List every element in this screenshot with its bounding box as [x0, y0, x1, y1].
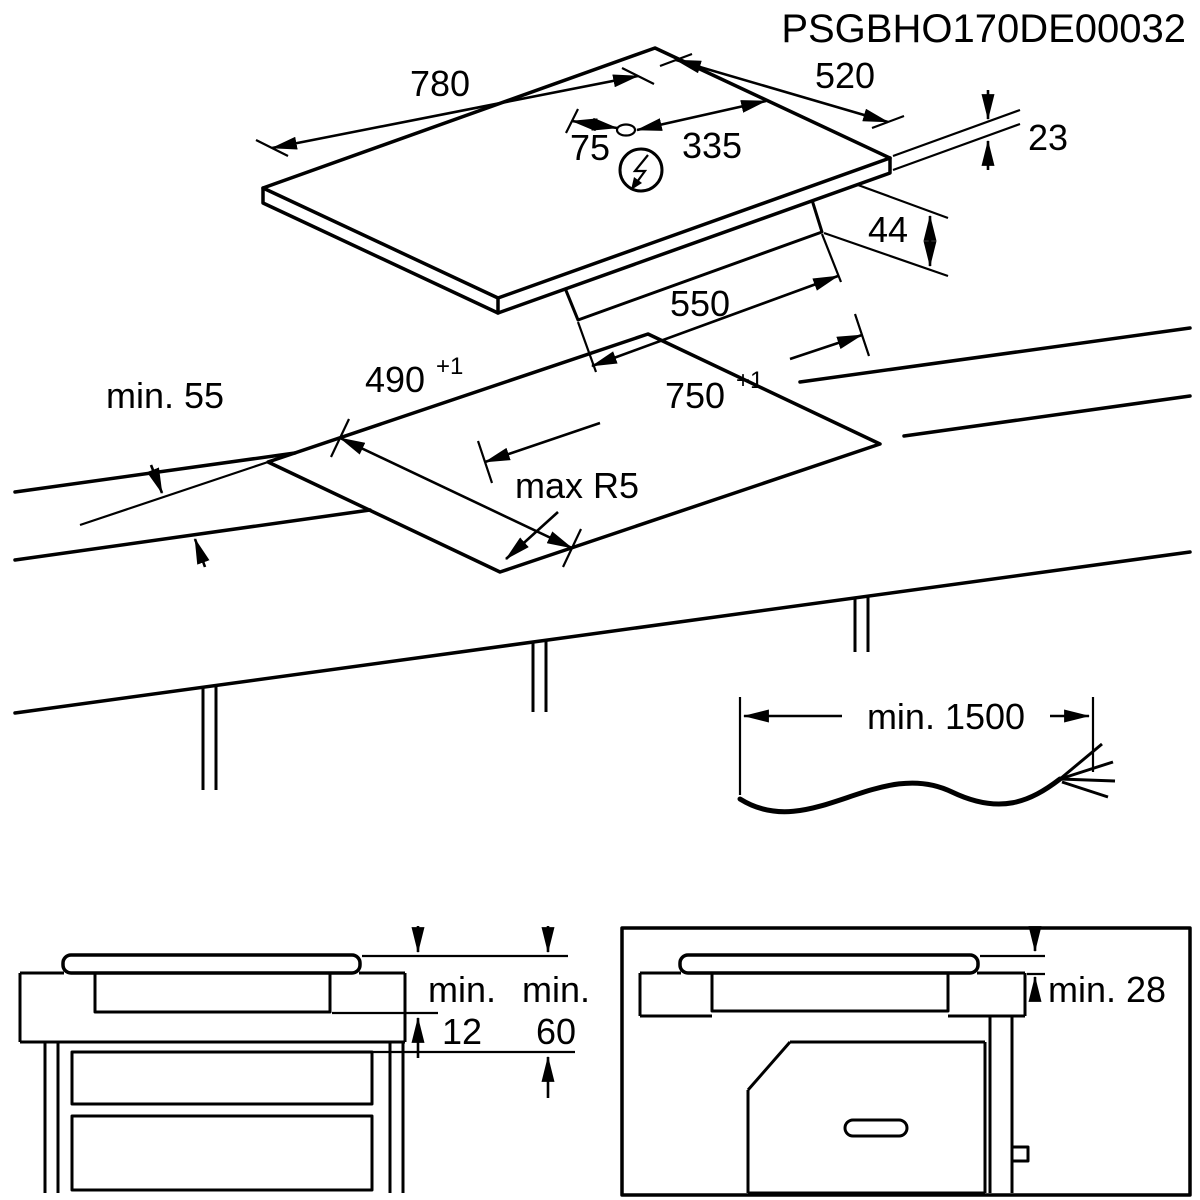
dimension-520-line	[674, 58, 890, 124]
dimension-780-label: 780	[410, 63, 470, 104]
power-cable	[737, 776, 1063, 815]
dimension-335-label: 335	[682, 125, 742, 166]
hob-body-profile-2	[710, 971, 950, 1013]
worktop-front-edge-right	[902, 394, 1192, 438]
dimension-490: 490 +1	[330, 353, 582, 568]
hob-glass-thickness	[261, 156, 892, 315]
drawer-upper	[70, 1050, 374, 1106]
oven-outline	[746, 1040, 987, 1195]
dimension-490-tolerance: +1	[436, 353, 463, 380]
dimension-550-label: 550	[670, 283, 730, 324]
worktop-face-bottom-edge	[13, 550, 1192, 715]
dimension-750-tick-left	[476, 440, 494, 484]
cutout-outline	[266, 332, 882, 574]
dimension-min28: min. 28	[980, 926, 1166, 1010]
dimension-23-extension-top	[892, 108, 1021, 158]
drawer-lower	[70, 1114, 374, 1192]
hob-glass-profile	[61, 953, 362, 975]
hob-glass-profile-2	[678, 953, 980, 975]
electrical-connection-circle	[618, 147, 664, 193]
dimension-75-label: 75	[570, 127, 610, 168]
cable-hole	[615, 123, 637, 137]
dimension-780-tick-right	[621, 67, 655, 85]
dimension-520-tick-right	[871, 114, 905, 130]
dimension-780: 780	[255, 63, 655, 157]
cabinet-legs	[43, 1042, 405, 1193]
hob-glass-outline	[261, 46, 892, 300]
dimension-hole-position: 75 335	[565, 99, 768, 168]
dimension-44-label: 44	[868, 209, 908, 250]
worktop-legs	[201, 596, 870, 790]
dimension-490-tick-top	[330, 418, 350, 458]
min28-label: min. 28	[1048, 969, 1166, 1010]
dimension-min55-arrow-up	[193, 537, 210, 568]
hob-body-profile	[93, 971, 332, 1014]
wire-end-4	[1061, 780, 1109, 799]
hob-isometric-view: 780 520 75 335 23	[255, 46, 1068, 373]
dimension-maxR5-arrow	[505, 511, 559, 560]
drawer-installation-section: min. 12 min. 60	[18, 926, 590, 1193]
dimension-23-extension-bottom	[892, 122, 1021, 172]
dimension-750-label: 750	[665, 375, 725, 416]
dimension-min55-extension	[79, 460, 269, 527]
dimension-550-extension-right	[820, 233, 843, 283]
oven-section-border	[620, 926, 1192, 1197]
electrical-connection-icon	[618, 147, 664, 193]
dimension-520-tick-left	[659, 52, 693, 68]
dimension-750: 750 +1	[476, 313, 871, 484]
dimension-min55-label: min. 55	[106, 375, 224, 416]
dimension-min12-min60: min. 12 min. 60	[332, 926, 590, 1098]
dimension-780-line	[270, 74, 640, 150]
oven-handle	[843, 1118, 909, 1138]
oven-chamfer	[746, 1041, 792, 1091]
min12-value: 12	[442, 1011, 482, 1052]
dimension-min55-arrow-down	[146, 464, 164, 495]
dimension-750-tick-right	[853, 313, 871, 357]
dimension-490-line	[339, 436, 573, 550]
dimension-23-label: 23	[1028, 117, 1068, 158]
dimension-1500-label: min. 1500	[867, 696, 1025, 737]
part-number-label: PSGBHO170DE00032	[781, 7, 1186, 51]
wire-end-2	[1059, 760, 1114, 781]
dimension-335-line	[635, 99, 768, 132]
wire-end-1	[1059, 742, 1103, 781]
min60-word: min.	[522, 969, 590, 1010]
dimension-75-tick	[565, 108, 579, 134]
dimension-44: 44	[823, 183, 949, 278]
dimension-550: 550	[576, 233, 843, 373]
lightning-bolt-arrowhead	[631, 177, 642, 190]
worktop-back-edge-right	[798, 326, 1192, 384]
dimension-23: 23	[892, 90, 1068, 172]
worktop-front-edge-left	[13, 508, 372, 562]
dimension-750-line-left	[483, 421, 601, 464]
dimension-490-tick-bottom	[562, 528, 582, 568]
dimension-750-line-right	[789, 333, 864, 361]
dimension-780-tick-left	[255, 139, 289, 157]
wire-end-3	[1059, 777, 1116, 783]
dimension-75-line	[570, 117, 619, 132]
min12-word: min.	[428, 969, 496, 1010]
side-panel-knob	[1010, 1145, 1030, 1163]
dimension-490-label: 490	[365, 359, 425, 400]
dimension-520: 520	[659, 52, 905, 130]
dimension-maxR5: max R5	[505, 465, 639, 560]
dimension-44-extension-bottom	[823, 231, 949, 278]
oven-installation-section: min. 28	[620, 926, 1192, 1197]
dimension-550-line	[590, 274, 840, 368]
dimension-maxR5-label: max R5	[515, 465, 639, 506]
cabinet-side-panel	[988, 1016, 1030, 1193]
dimension-750-tolerance: +1	[736, 367, 763, 394]
cable-length-view: min. 1500	[737, 696, 1116, 815]
dimension-44-extension-top	[857, 183, 949, 220]
dimension-520-label: 520	[815, 55, 875, 96]
worktop-cutout-view: min. 55 490 +1 750 +1 max R5	[13, 313, 1192, 790]
min60-value: 60	[536, 1011, 576, 1052]
dimension-min55: min. 55	[79, 375, 269, 568]
cable-wire-ends	[1059, 742, 1116, 799]
lightning-bolt-icon	[632, 154, 649, 183]
